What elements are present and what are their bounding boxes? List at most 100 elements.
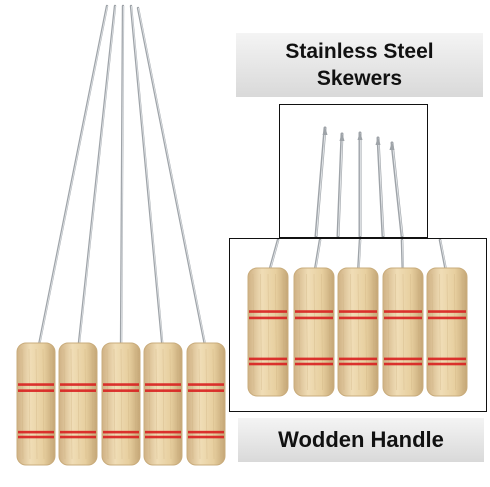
wood-grain: [402, 273, 405, 391]
main-skewer-rod-2-highlight: [77, 5, 116, 353]
tip-rod-4-highlight: [377, 137, 384, 237]
wood-grain: [212, 348, 215, 460]
red-stripe-3: [60, 430, 96, 434]
handles-detail-skewers: [247, 238, 468, 397]
wood-grain: [328, 273, 331, 391]
wooden-handle: [16, 342, 56, 466]
tip-rod-5-highlight: [391, 142, 403, 237]
main-skewers: [16, 4, 226, 466]
handle-label-text: Wodden Handle: [278, 427, 444, 452]
main-skewer-rod-5-highlight: [137, 7, 207, 351]
main-skewer-rod-1-highlight: [37, 5, 108, 351]
red-stripe-2: [145, 389, 181, 392]
tip-rod-1-highlight: [315, 127, 326, 237]
wood-grain: [42, 348, 45, 460]
detail-handle-5: [426, 267, 468, 397]
wood-grain: [35, 348, 38, 460]
wood-grain: [446, 273, 449, 391]
wood-grain: [275, 273, 277, 391]
red-stripe-2: [249, 316, 287, 320]
red-stripe-3: [428, 357, 466, 361]
wood-grain: [162, 348, 165, 460]
wood-grain: [91, 348, 94, 460]
red-stripe-2: [103, 389, 139, 392]
wood-grain: [106, 348, 109, 460]
red-stripe-1: [18, 383, 54, 386]
red-stripe-4: [60, 435, 96, 439]
red-stripe-1: [295, 310, 333, 313]
wood-grain: [321, 273, 323, 391]
main-skewer-handle-2: [58, 342, 98, 466]
red-stripe-3: [249, 357, 287, 361]
red-stripe-1: [103, 383, 139, 386]
red-stripe-1: [188, 383, 224, 386]
red-stripe-4: [249, 362, 287, 366]
detail-handle-3: [337, 267, 379, 397]
pointed-tip-2: [339, 132, 345, 141]
wood-grain: [127, 348, 130, 460]
wood-grain: [198, 348, 201, 460]
wood-grain: [176, 348, 179, 460]
wooden-handle: [58, 342, 98, 466]
detail-handle-1: [247, 267, 289, 397]
wood-grain: [169, 348, 172, 460]
handle-label: Wodden Handle: [238, 418, 484, 462]
wood-grain: [410, 273, 412, 391]
title-line-2: Skewers: [316, 67, 403, 90]
red-stripe-4: [339, 362, 377, 366]
pointed-tip-3: [357, 131, 363, 140]
wood-grain: [219, 348, 222, 460]
main-skewer-rod-4-highlight: [130, 5, 164, 353]
wood-grain: [252, 273, 255, 391]
wood-grain: [63, 348, 66, 460]
red-stripe-4: [188, 435, 224, 439]
wood-grain: [70, 348, 73, 460]
wood-grain: [372, 273, 375, 391]
wood-grain: [155, 348, 158, 460]
red-stripe-1: [428, 310, 466, 313]
wood-grain: [454, 273, 456, 391]
red-stripe-4: [384, 362, 422, 366]
pointed-tip-4: [375, 136, 381, 145]
main-skewer-handle-3: [101, 342, 141, 466]
main-skewer-handle-5: [186, 342, 226, 466]
tips-detail-frame: [279, 104, 428, 238]
wood-grain: [461, 273, 464, 391]
wood-grain: [267, 273, 270, 391]
red-stripe-2: [295, 316, 333, 320]
detail-handle-4: [382, 267, 424, 397]
red-stripe-3: [103, 430, 139, 434]
red-stripe-3: [18, 430, 54, 434]
wood-grain: [77, 348, 80, 460]
detail-handle-2: [293, 267, 335, 397]
wood-grain: [313, 273, 316, 391]
red-stripe-1: [60, 383, 96, 386]
red-stripe-2: [339, 316, 377, 320]
red-stripe-1: [145, 383, 181, 386]
pointed-tip-5: [389, 141, 395, 150]
wood-grain: [282, 273, 285, 391]
product-title-label: Stainless Steel Skewers: [236, 33, 483, 97]
red-stripe-1: [339, 310, 377, 313]
wood-grain: [298, 273, 301, 391]
red-stripe-2: [384, 316, 422, 320]
main-skewer-handle-4: [143, 342, 183, 466]
wooden-handle: [101, 342, 141, 466]
red-stripe-2: [18, 389, 54, 392]
wood-grain: [134, 348, 137, 460]
wooden-handle: [186, 342, 226, 466]
wood-grain: [431, 273, 434, 391]
wood-grain: [395, 273, 397, 391]
handles-detail-frame: [229, 238, 487, 412]
red-stripe-2: [188, 389, 224, 392]
red-stripe-2: [428, 316, 466, 320]
wood-grain: [191, 348, 194, 460]
wooden-handle: [143, 342, 183, 466]
wood-grain: [306, 273, 308, 391]
wood-grain: [350, 273, 352, 391]
red-stripe-3: [295, 357, 333, 361]
red-stripe-4: [428, 362, 466, 366]
wood-grain: [49, 348, 52, 460]
pointed-tip-1: [322, 126, 328, 135]
